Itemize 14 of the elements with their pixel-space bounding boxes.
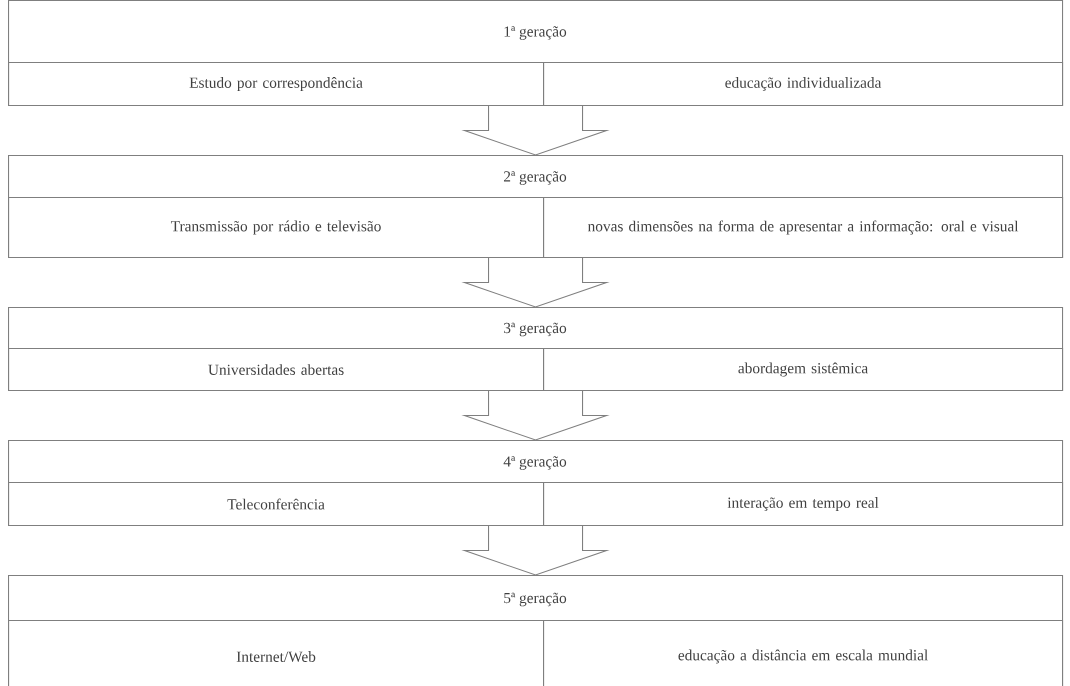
table-cell: abordagem sistêmica (543, 348, 1064, 392)
table-cell: Universidades abertas (8, 348, 545, 392)
table-cell: Estudo por correspondência (8, 62, 545, 107)
table-cell: novas dimensões na forma de apresentar a informação: oral e visual (543, 197, 1064, 259)
block-arrow (461, 105, 610, 156)
table-cell: Teleconferência (8, 482, 545, 527)
table-cell: Transmissão por rádio e televisão (8, 197, 545, 259)
table-cell: Internet/Web (8, 620, 545, 686)
table-cell: educação a distância em escala mundial (543, 620, 1064, 686)
block-arrow (461, 525, 610, 576)
block-arrow (461, 257, 610, 308)
block-arrow (461, 390, 610, 441)
table-cell: educação individualizada (543, 62, 1064, 107)
table-cell: interação em tempo real (543, 482, 1064, 527)
